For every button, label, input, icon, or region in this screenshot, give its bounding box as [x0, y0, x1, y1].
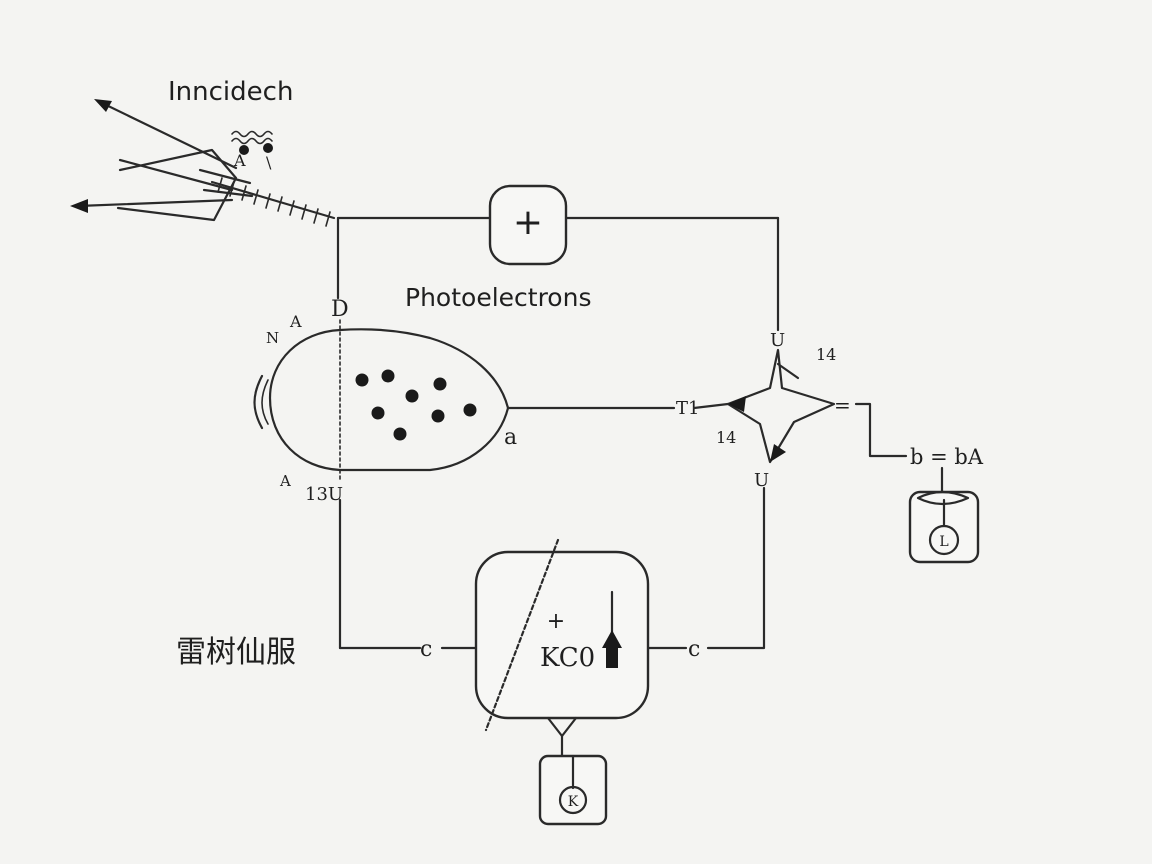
- chinese-label: 雷树仙服: [176, 635, 296, 670]
- right-gauge-branch: b = bA L: [854, 402, 984, 564]
- kc-dashed-line: [484, 538, 560, 732]
- gauge-cap: [916, 490, 970, 506]
- electron: [371, 406, 385, 420]
- node-n-label: N: [266, 329, 279, 347]
- electron: [405, 389, 419, 403]
- incident-sub-b: \: [266, 153, 272, 172]
- node-13u-label: 13U: [305, 484, 343, 505]
- kc-box-tail: [546, 716, 578, 738]
- node-c-left-label: c: [420, 637, 432, 662]
- node-d-label: D: [331, 297, 349, 322]
- positive-source-plus: +: [513, 202, 543, 243]
- incident-sub-a: A: [233, 151, 246, 170]
- gauge-dial-label: L: [939, 534, 948, 550]
- electron: [433, 377, 447, 391]
- arrowhead-upper: [94, 99, 112, 112]
- arrowhead-lower: [70, 199, 88, 213]
- wire-to-gauge: [854, 402, 908, 458]
- node-14-top-label: 14: [816, 345, 836, 364]
- bulb-outline: [268, 328, 510, 472]
- node-a-top-label: A: [289, 312, 302, 331]
- bulb-window-inner: [261, 379, 269, 425]
- k-dial: [558, 785, 588, 815]
- electron: [393, 427, 407, 441]
- photon-dot-a: [239, 145, 249, 155]
- star-arrowhead-bottom: [770, 444, 786, 462]
- electron: [463, 403, 477, 417]
- wire-bottom-right: [706, 486, 766, 650]
- electron: [431, 409, 445, 423]
- node-a-tip-label: a: [504, 425, 517, 450]
- grating-hatch: [210, 177, 336, 227]
- node-c-right-label: c: [688, 637, 700, 662]
- positive-source-box: [488, 184, 568, 266]
- kc-up-arrow: [602, 630, 622, 668]
- photon-dot-b: [263, 143, 273, 153]
- electron: [355, 373, 369, 387]
- kc-label: KC0: [540, 643, 595, 673]
- star-arrowhead-left: [728, 396, 746, 412]
- node-eq-label: =: [834, 393, 851, 417]
- kc-box: [474, 550, 650, 720]
- kc-plus: +: [547, 609, 565, 634]
- node-14-left-label: 14: [716, 428, 736, 447]
- emitter-housing: [116, 148, 238, 222]
- electron: [381, 369, 395, 383]
- incident-light-source: A \ Inncidech: [70, 77, 336, 227]
- node-t1-label: T1: [676, 398, 699, 419]
- node-u-top-label: U: [770, 330, 785, 351]
- wire-t1-to-star: [692, 402, 730, 410]
- top-circuit: + Photoelectrons: [336, 184, 780, 332]
- star-junction: U 14 14 U =: [716, 330, 851, 491]
- incident-label: Inncidech: [168, 77, 293, 107]
- photoelectrons-label: Photoelectrons: [405, 283, 591, 312]
- k-dial-label: K: [568, 794, 579, 810]
- incident-ray-upper: [98, 100, 238, 170]
- node-a-bottom-label: A: [279, 472, 291, 490]
- star-outline: [726, 348, 836, 464]
- star-arrow-top: [776, 362, 800, 380]
- node-u-bottom-label: U: [754, 470, 769, 491]
- wave-symbol-lower: [231, 137, 273, 145]
- bottom-circuit: c c + KC0 K: [338, 486, 766, 826]
- photocell-bulb: D N A A 13U a: [253, 297, 517, 505]
- wave-symbol-upper: [231, 130, 273, 138]
- incident-ray-lower: [76, 198, 234, 208]
- bulb-window-outer: [253, 374, 264, 430]
- node-bba-label: b = bA: [910, 445, 984, 469]
